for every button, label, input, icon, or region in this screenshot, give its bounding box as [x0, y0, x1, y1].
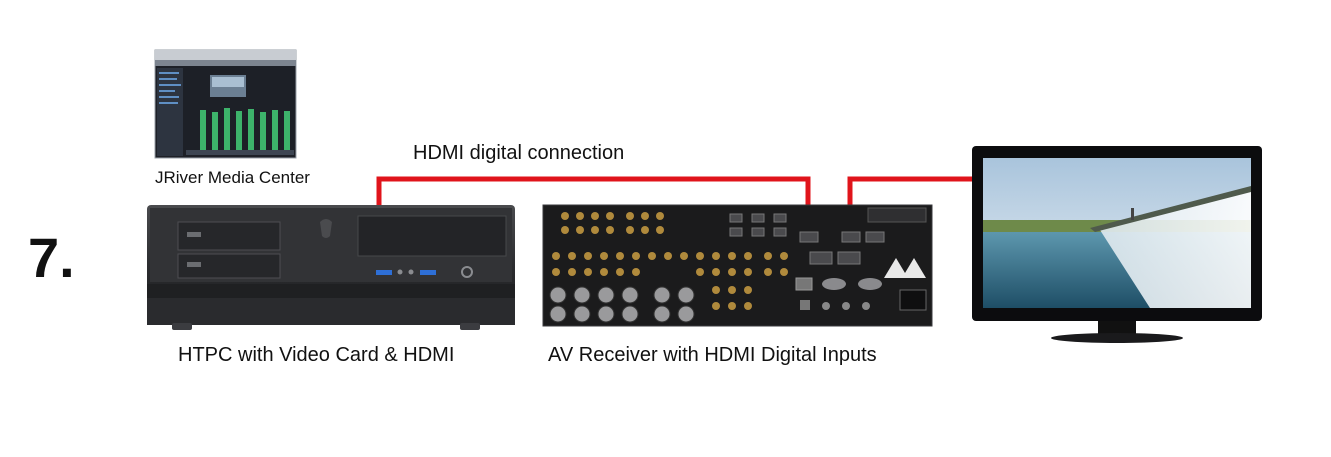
media-player-window-icon [154, 49, 297, 159]
flat-tv-icon [972, 146, 1262, 343]
htpc-label: HTPC with Video Card & HDMI [178, 344, 455, 366]
av-receiver-rear-panel-icon [542, 204, 933, 327]
software-label: JRiver Media Center [155, 168, 310, 187]
step-number: 7. [28, 226, 75, 289]
computer-case-icon [147, 205, 515, 330]
receiver-label: AV Receiver with HDMI Digital Inputs [548, 344, 877, 366]
connection-label: HDMI digital connection [413, 142, 625, 164]
